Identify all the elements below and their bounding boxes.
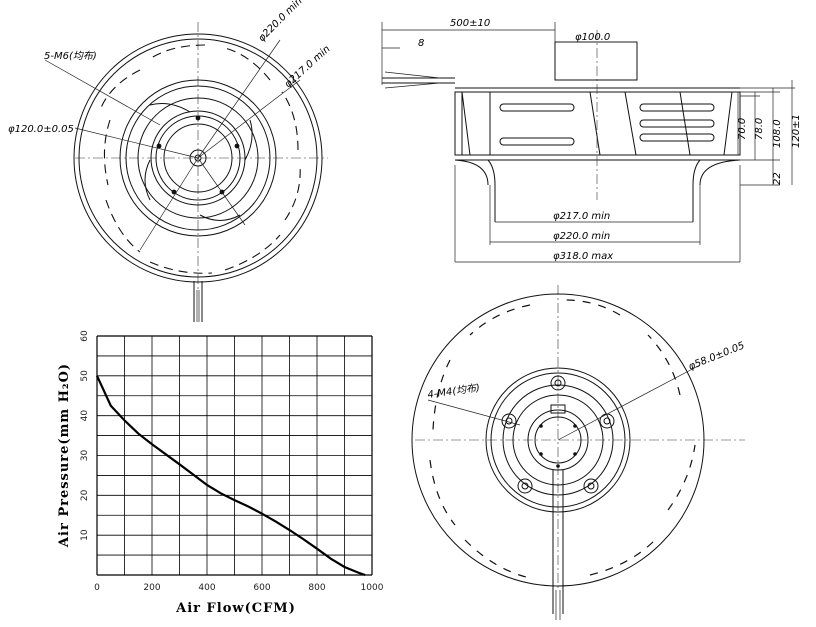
front-hub <box>189 149 207 167</box>
front-view: 5-M6(均布) φ120.0±0.05 φ220.0 min φ217.0 m… <box>8 0 333 322</box>
rear-outer-ring <box>411 293 705 587</box>
side-motor-cap <box>554 41 638 81</box>
rear-label-plate <box>550 404 566 414</box>
chart-x-tick-label: 600 <box>253 583 270 593</box>
chart-x-tick-label: 200 <box>143 583 160 593</box>
side-dim-d217: φ217.0 min <box>553 211 610 222</box>
side-dim-h70: 70.0 <box>737 118 748 140</box>
side-slots <box>499 103 715 146</box>
side-cable <box>382 71 455 89</box>
front-bolt-holes <box>156 115 240 195</box>
rear-small-holes <box>539 424 577 468</box>
side-dim-h120: 120±1 <box>791 114 802 148</box>
performance-chart: 0 200 400 600 800 1000 10 20 30 40 50 60 Air Flow(… <box>57 330 384 616</box>
front-dim-d120: φ120.0±0.05 <box>8 124 74 135</box>
side-view: 500±10 8 φ100.0 φ217.0 min φ220.0 min φ3… <box>381 18 802 263</box>
rear-dim-d58: φ58.0±0.05 <box>687 340 746 372</box>
rear-mounting-bolts <box>501 375 615 494</box>
rear-view: φ58.0±0.05 4-M4(均布) <box>411 285 746 620</box>
chart-x-label: Air Flow(CFM) <box>175 601 296 616</box>
chart-y-tick-label: 10 <box>80 529 90 541</box>
chart-y-tick-label: 20 <box>80 489 90 501</box>
chart-y-tick-label: 60 <box>80 330 90 342</box>
chart-x-ticks: 0 200 400 600 800 1000 <box>94 583 384 593</box>
front-outer-ring <box>73 33 323 283</box>
chart-x-tick-label: 400 <box>198 583 215 593</box>
chart-y-label: Air Pressure(mm H₂O) <box>57 363 72 548</box>
rear-dim-m4: 4-M4(均布) <box>427 382 481 401</box>
side-dim-cable-len: 500±10 <box>450 18 490 29</box>
chart-grid <box>96 335 373 576</box>
side-dim-d318: φ318.0 max <box>553 251 613 262</box>
front-blades <box>99 44 301 274</box>
side-dim-h22: 22 <box>772 172 783 185</box>
side-dim-d220: φ220.0 min <box>553 231 610 242</box>
chart-x-tick-label: 0 <box>94 583 100 593</box>
chart-series-line <box>96 375 366 577</box>
chart-x-tick-label: 800 <box>308 583 325 593</box>
chart-y-ticks: 10 20 30 40 50 60 <box>80 330 90 541</box>
side-dim-h78: 78.0 <box>754 118 765 140</box>
rear-cable <box>552 470 564 620</box>
side-dim-cable-8: 8 <box>418 38 424 49</box>
front-cable <box>193 281 203 322</box>
chart-y-tick-label: 50 <box>80 370 90 382</box>
side-dim-d100: φ100.0 <box>575 32 610 43</box>
chart-x-tick-label: 1000 <box>361 583 384 593</box>
side-inlet <box>487 159 496 222</box>
front-inlet-ring <box>150 110 246 206</box>
front-dim-d220: φ220.0 min <box>256 0 304 44</box>
chart-y-tick-label: 30 <box>80 450 90 462</box>
chart-y-tick-label: 40 <box>80 410 90 422</box>
front-dim-m6: 5-M6(均布) <box>44 50 97 62</box>
side-dim-h108: 108.0 <box>772 119 783 148</box>
front-inner-blades <box>144 103 253 221</box>
rear-blades <box>429 299 696 579</box>
front-dim-d217: φ217.0 min <box>283 44 333 90</box>
